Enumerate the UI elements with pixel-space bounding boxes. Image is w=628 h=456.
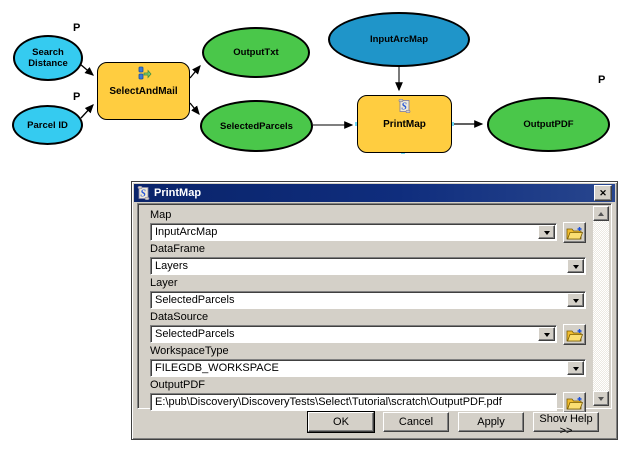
field-row-map: Map InputArcMap bbox=[150, 209, 586, 243]
svg-text:S: S bbox=[140, 189, 146, 200]
dropdown-arrow-icon[interactable] bbox=[567, 361, 584, 375]
outputpdf-input[interactable]: E:\pub\Discovery\DiscoveryTests\Select\T… bbox=[150, 393, 557, 411]
arrow-up-icon bbox=[598, 209, 604, 216]
node-label: InputArcMap bbox=[369, 34, 429, 45]
node-parcel-id[interactable]: Parcel ID bbox=[12, 105, 83, 145]
map-combobox[interactable]: InputArcMap bbox=[150, 223, 557, 241]
node-output-pdf[interactable]: OutputPDF bbox=[487, 97, 610, 152]
field-label-dataframe: DataFrame bbox=[150, 243, 206, 255]
node-print-map[interactable]: S PrintMap bbox=[357, 95, 452, 153]
show-help-button[interactable]: Show Help >> bbox=[533, 412, 599, 437]
dialog-titlebar[interactable]: S PrintMap ✕ bbox=[134, 184, 615, 202]
node-label: OutputTxt bbox=[233, 47, 279, 58]
layer-combobox[interactable]: SelectedParcels bbox=[150, 291, 586, 309]
vertical-scrollbar[interactable] bbox=[593, 206, 609, 406]
open-folder-icon bbox=[566, 328, 583, 342]
parameter-marker: P bbox=[73, 22, 81, 34]
printmap-dialog: S PrintMap ✕ Map InputArcMap bbox=[131, 181, 618, 440]
scroll-up-button[interactable] bbox=[593, 206, 609, 221]
dropdown-arrow-icon[interactable] bbox=[567, 259, 584, 273]
field-label-datasource: DataSource bbox=[150, 311, 209, 323]
field-row-layer: Layer SelectedParcels bbox=[150, 278, 586, 310]
node-label: Parcel ID bbox=[27, 119, 68, 131]
field-row-datasource: DataSource SelectedParcels bbox=[150, 311, 586, 345]
ok-button[interactable]: OK bbox=[307, 411, 375, 433]
node-label: PrintMap bbox=[383, 118, 426, 130]
field-row-dataframe: DataFrame Layers bbox=[150, 244, 586, 276]
workspacetype-combobox[interactable]: FILEGDB_WORKSPACE bbox=[150, 359, 586, 377]
dropdown-arrow-icon[interactable] bbox=[538, 225, 555, 239]
apply-button[interactable]: Apply bbox=[458, 412, 524, 432]
dataframe-combobox[interactable]: Layers bbox=[150, 257, 586, 275]
arrow-down-icon bbox=[598, 396, 604, 404]
dropdown-arrow-icon[interactable] bbox=[567, 293, 584, 307]
field-row-outputpdf: OutputPDF E:\pub\Discovery\DiscoveryTest… bbox=[150, 379, 586, 413]
map-browse-button[interactable] bbox=[563, 222, 586, 243]
datasource-combobox[interactable]: SelectedParcels bbox=[150, 325, 557, 343]
dialog-button-row: OK Cancel Apply Show Help >> bbox=[307, 411, 599, 437]
scroll-down-button[interactable] bbox=[593, 391, 609, 406]
field-label-map: Map bbox=[150, 209, 172, 221]
script-icon: S bbox=[137, 186, 150, 200]
model-icon bbox=[136, 66, 152, 80]
parameter-marker: P bbox=[598, 74, 606, 86]
outputpdf-value: E:\pub\Discovery\DiscoveryTests\Select\T… bbox=[155, 396, 502, 408]
layer-value: SelectedParcels bbox=[155, 294, 235, 306]
script-icon: S bbox=[397, 98, 413, 114]
node-output-txt[interactable]: OutputTxt bbox=[202, 27, 310, 78]
field-label-workspacetype: WorkspaceType bbox=[150, 345, 229, 357]
close-button[interactable]: ✕ bbox=[594, 185, 612, 201]
node-label: OutputPDF bbox=[523, 119, 574, 130]
field-label-layer: Layer bbox=[150, 277, 178, 289]
workspacetype-value: FILEGDB_WORKSPACE bbox=[155, 362, 279, 374]
close-icon: ✕ bbox=[599, 187, 607, 198]
node-selected-parcels[interactable]: SelectedParcels bbox=[200, 100, 313, 152]
node-input-arcmap[interactable]: InputArcMap bbox=[328, 12, 470, 67]
dialog-title: PrintMap bbox=[154, 187, 202, 199]
datasource-value: SelectedParcels bbox=[155, 328, 235, 340]
cancel-button[interactable]: Cancel bbox=[383, 412, 449, 432]
open-folder-icon bbox=[566, 396, 583, 410]
dataframe-value: Layers bbox=[155, 260, 189, 272]
parameter-marker: P bbox=[73, 91, 81, 103]
datasource-browse-button[interactable] bbox=[563, 324, 586, 345]
outputpdf-browse-button[interactable] bbox=[563, 392, 586, 413]
parameter-fields: Map InputArcMap bbox=[150, 210, 586, 414]
node-search-distance[interactable]: Search Distance bbox=[13, 35, 83, 81]
model-diagram: P P P Search Distance Parcel ID SelectAn… bbox=[0, 0, 628, 175]
dropdown-arrow-icon[interactable] bbox=[538, 327, 555, 341]
node-select-and-mail[interactable]: SelectAndMail bbox=[97, 62, 190, 120]
svg-text:S: S bbox=[401, 102, 407, 113]
open-folder-icon bbox=[566, 226, 583, 240]
parameters-panel: Map InputArcMap bbox=[137, 203, 612, 413]
field-label-outputpdf: OutputPDF bbox=[150, 379, 206, 391]
node-label: SelectedParcels bbox=[220, 120, 293, 132]
field-row-workspacetype: WorkspaceType FILEGDB_WORKSPACE bbox=[150, 346, 586, 378]
node-label: SelectAndMail bbox=[109, 85, 178, 97]
node-label: Search Distance bbox=[28, 47, 68, 69]
map-value: InputArcMap bbox=[155, 226, 218, 238]
